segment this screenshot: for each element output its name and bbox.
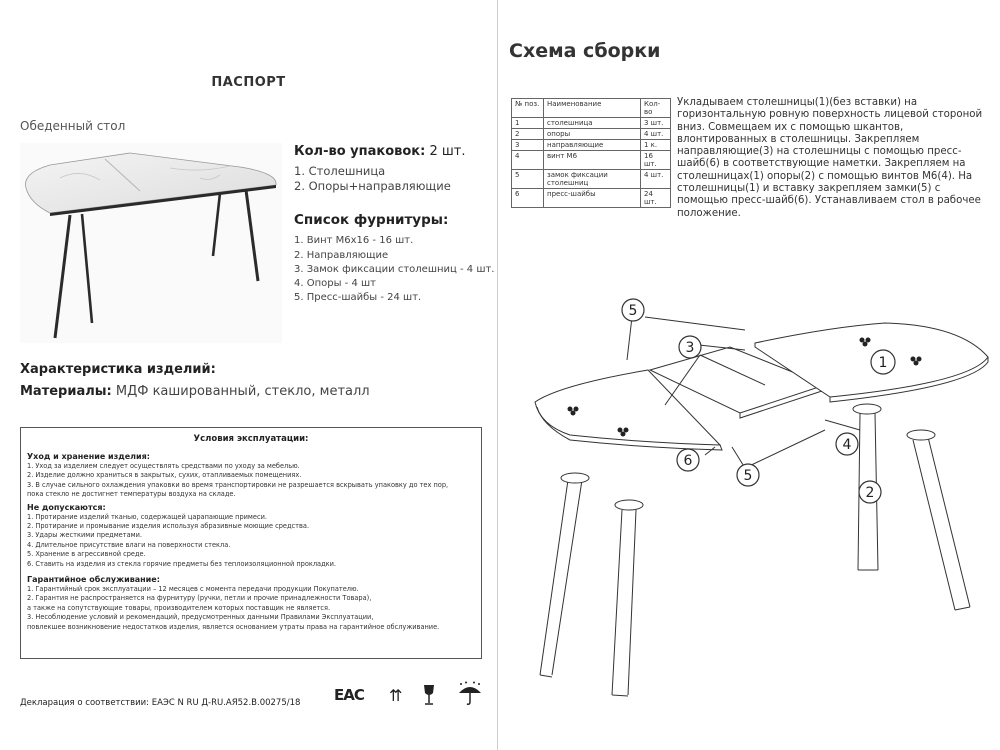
col-header: Кол-во	[640, 98, 671, 118]
package-item: 1. Столешница	[294, 164, 386, 178]
assembly-diagram: 5 3 1 4 6 5 2	[534, 298, 989, 697]
hardware-item: 1. Винт М6х16 - 16 шт.	[294, 235, 414, 246]
table-cell: 4	[511, 150, 544, 170]
warranty-line: повлекшее возникновение недостатков изде…	[27, 622, 440, 631]
warranty-line: 3. Несоблюдение условий и рекомендаций, …	[27, 613, 374, 622]
callout-4: 4	[843, 437, 852, 453]
table-cell: 3 шт.	[640, 117, 671, 129]
characteristics-heading: Характеристика изделий:	[20, 362, 216, 377]
packages-heading: Кол-во упаковок: 2 шт.	[294, 144, 466, 159]
table-cell: опоры	[543, 128, 641, 140]
this-side-up-icon: ⇈	[389, 686, 403, 705]
care-line: 3. В случае сильного охлаждения упаковки…	[27, 480, 449, 489]
table-cell: 1	[511, 117, 544, 129]
table-cell: 24 шт.	[640, 188, 671, 208]
product-name: Обеденный стол	[20, 119, 126, 133]
table-header-row: № поз. Наименование Кол-во	[511, 98, 671, 118]
forbidden-line: 4. Длительное присутствие влаги на повер…	[27, 540, 231, 549]
callout-3: 3	[686, 340, 695, 356]
hardware-item: 4. Опоры - 4 шт	[294, 278, 376, 289]
hardware-heading: Список фурнитуры:	[294, 212, 449, 228]
callout-2: 2	[866, 485, 875, 501]
care-line: 1. Уход за изделием следует осуществлять…	[27, 462, 300, 470]
warranty-line: 1. Гарантийный срок эксплуатации – 12 ме…	[27, 585, 359, 594]
care-line: пока стекло не достигнет температуры воз…	[27, 490, 236, 499]
hardware-item: 3. Замок фиксации столешниц - 4 шт.	[294, 264, 495, 275]
table-photo	[20, 143, 282, 343]
eac-mark: EAC	[334, 686, 365, 704]
table-cell: столешница	[543, 117, 641, 129]
callout-5-bottom: 5	[744, 468, 753, 484]
conditions-title: Условия эксплуатации:	[193, 434, 309, 444]
callout-1: 1	[879, 355, 888, 371]
forbidden-line: 5. Хранение в агрессивной среде.	[27, 550, 146, 559]
hardware-item: 5. Пресс-шайбы - 24 шт.	[294, 292, 422, 303]
table-cell: 3	[511, 139, 544, 151]
keep-dry-umbrella-icon	[459, 681, 481, 705]
materials-value: МДФ кашированный, стекло, металл	[111, 384, 370, 399]
assembly-title: Схема сборки	[509, 40, 661, 62]
table-cell: 6	[511, 188, 544, 208]
callout-6: 6	[684, 453, 693, 469]
table-cell: винт М6	[543, 150, 641, 170]
table-cell: направляющие	[543, 139, 641, 151]
passport-title: ПАСПОРТ	[211, 75, 286, 90]
packages-count: 2 шт.	[425, 144, 466, 159]
forbidden-heading: Не допускаются:	[27, 502, 106, 512]
materials-line: Материалы: МДФ кашированный, стекло, мет…	[20, 384, 370, 399]
table-cell: 5	[511, 169, 544, 189]
hardware-item: 2. Направляющие	[294, 250, 389, 261]
conditions-box: Условия эксплуатации: Уход и хранение из…	[20, 427, 482, 659]
care-line: 2. Изделие должно храниться в закрытых, …	[27, 471, 302, 480]
forbidden-line: 1. Протирание изделий тканью, содержащей…	[27, 512, 267, 521]
col-header: Наименование	[543, 98, 641, 118]
warranty-line: а также на сопутствующие товары, произво…	[27, 603, 331, 612]
fragile-glass-icon	[424, 685, 434, 705]
table-cell: 4 шт.	[640, 128, 671, 140]
table-cell: 4 шт.	[640, 169, 671, 189]
materials-label: Материалы:	[20, 384, 112, 399]
forbidden-line: 3. Удары жесткими предметами.	[27, 531, 142, 540]
care-heading: Уход и хранение изделия:	[27, 452, 150, 461]
table-cell: 1 к.	[640, 139, 671, 151]
package-item: 2. Опоры+направляющие	[294, 179, 451, 193]
callout-5-top: 5	[629, 303, 638, 319]
table-cell: 16 шт.	[640, 150, 671, 170]
table-cell: 2	[511, 128, 544, 140]
page-divider	[497, 0, 498, 750]
forbidden-line: 2. Протирание и промывание изделия испол…	[27, 522, 310, 531]
col-header: № поз.	[511, 98, 544, 118]
warranty-line: 2. Гарантия не распространяется на фурни…	[27, 594, 372, 603]
table-cell: пресс-шайбы	[543, 188, 641, 208]
assembly-instructions: Укладываем столешницы(1)(без вставки) на…	[677, 97, 983, 219]
forbidden-line: 6. Ставить на изделия из стекла горячие …	[27, 559, 337, 568]
declaration-text: Декларация о соответствии: ЕАЭС N RU Д-R…	[20, 698, 301, 708]
table-cell: замок фиксации столешниц	[543, 169, 641, 189]
warranty-heading: Гарантийное обслуживание:	[27, 575, 160, 585]
